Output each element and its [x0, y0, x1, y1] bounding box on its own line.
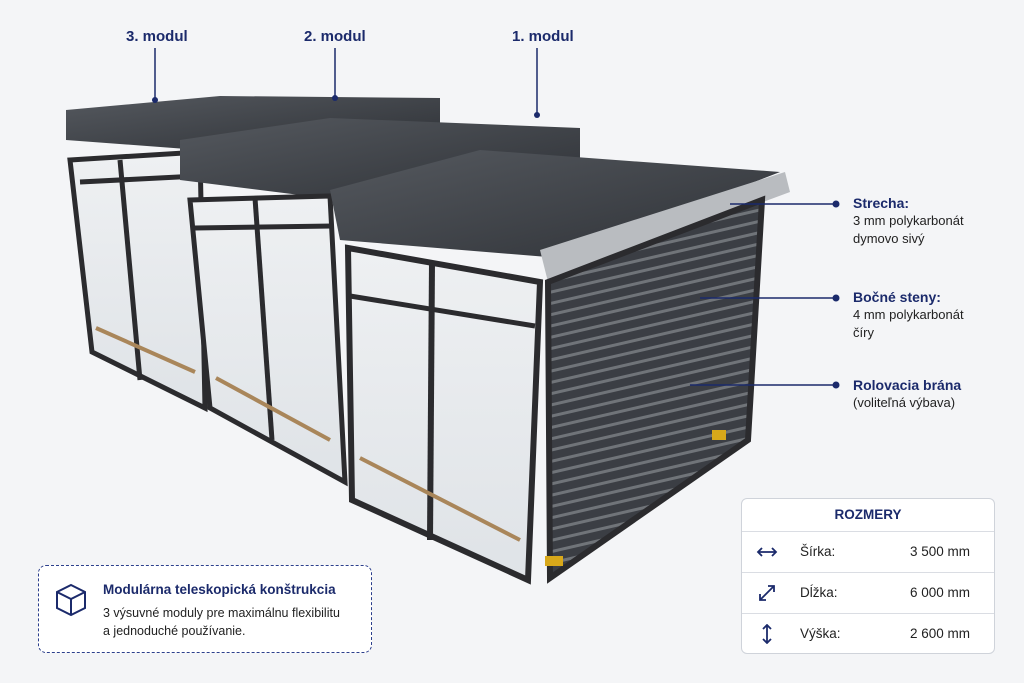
roller-door-callout: Rolovacia brána (voliteľná výbava): [853, 376, 961, 412]
cube-3d-icon: [56, 583, 86, 617]
dimension-row-length: Dĺžka: 6 000 mm: [742, 573, 994, 614]
side-walls-callout-line-1: 4 mm polykarbonát: [853, 307, 964, 322]
info-box-desc-line-2: a jednoduché používanie.: [103, 624, 246, 638]
dimension-label: Šírka:: [800, 544, 836, 559]
roof-callout-line-2: dymovo sivý: [853, 231, 925, 246]
dimensions-title: ROZMERY: [742, 499, 994, 532]
info-box-description: 3 výsuvné moduly pre maximálnu flexibili…: [103, 604, 365, 640]
module-3-label: 3. modul: [126, 28, 188, 45]
side-walls-callout-line-2: číry: [853, 325, 874, 340]
side-walls-callout-title: Bočné steny:: [853, 289, 941, 305]
diagonal-arrow-icon: [759, 585, 775, 601]
roof-callout-line-1: 3 mm polykarbonát: [853, 213, 964, 228]
dimension-value: 6 000 mm: [909, 585, 970, 600]
dimension-row-width: Šírka: 3 500 mm: [742, 532, 994, 573]
roller-door-callout-line-1: (voliteľná výbava): [853, 395, 956, 410]
dimension-row-height: Výška: 2 600 mm: [742, 614, 994, 653]
module-1-label: 1. modul: [512, 28, 574, 45]
modular-info-box: Modulárna teleskopická konštrukcia 3 výs…: [38, 565, 372, 653]
side-walls-callout: Bočné steny: 4 mm polykarbonát číry: [853, 288, 964, 342]
dimension-value: 3 500 mm: [909, 544, 970, 559]
dimension-label: Výška:: [800, 626, 841, 641]
dimension-label: Dĺžka:: [800, 585, 838, 600]
info-box-title: Modulárna teleskopická konštrukcia: [103, 582, 336, 597]
roller-door-callout-title: Rolovacia brána: [853, 377, 962, 393]
dimension-value: 2 600 mm: [909, 626, 970, 641]
width-arrow-icon: [756, 547, 778, 557]
roof-callout-title: Strecha:: [853, 195, 910, 211]
dimensions-table: ROZMERY Šírka: 3 500 mm Dĺžka: 6 000 mm: [741, 498, 995, 654]
info-box-desc-line-1: 3 výsuvné moduly pre maximálnu flexibili…: [103, 606, 340, 620]
vertical-arrow-icon: [762, 624, 772, 644]
roof-callout: Strecha: 3 mm polykarbonát dymovo sivý: [853, 194, 964, 248]
module-2-label: 2. modul: [304, 28, 366, 45]
